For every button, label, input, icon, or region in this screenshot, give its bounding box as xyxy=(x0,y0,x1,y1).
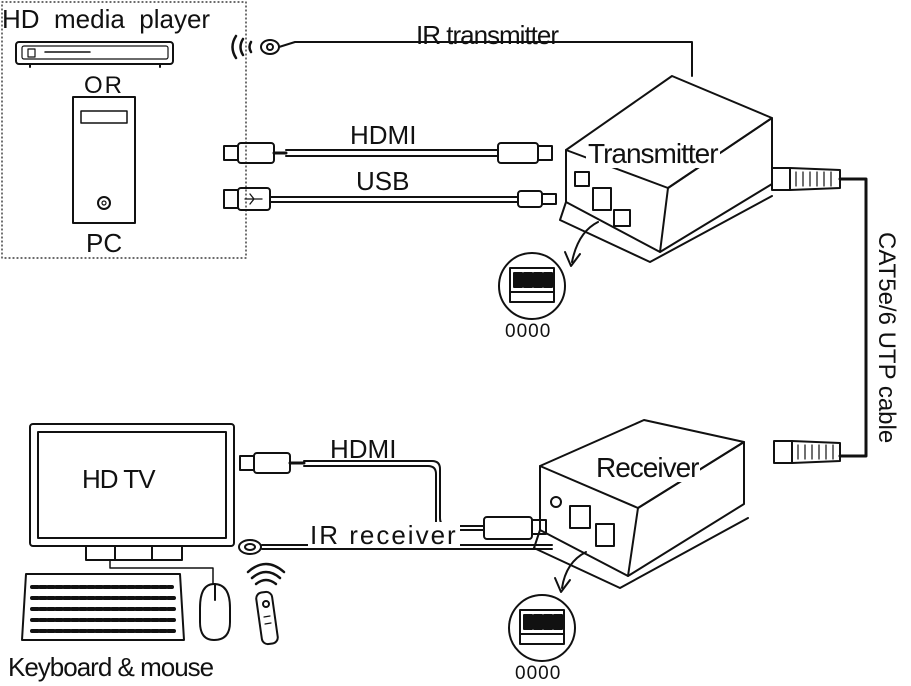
keyboard-mouse-label: Keyboard & mouse xyxy=(8,652,214,682)
cable-label: CAT5e/6 UTP cable xyxy=(873,232,900,444)
usb-label: USB xyxy=(356,166,410,196)
ir-transmitter-icon xyxy=(231,34,693,77)
hdmi-top-label: HDMI xyxy=(350,120,417,150)
hd-tv-label: HD TV xyxy=(82,464,156,494)
rj45-connector-top xyxy=(771,167,868,458)
pc-tower-icon xyxy=(72,96,136,224)
hd-media-player-label: HD media player xyxy=(2,4,211,34)
receiver-label: Receiver xyxy=(594,452,701,483)
pc-label: PC xyxy=(86,228,123,258)
dip-switch-bottom-icon xyxy=(508,551,587,662)
mouse-icon xyxy=(199,583,231,641)
dip-top-label: 0000 xyxy=(505,321,552,342)
or-label: OR xyxy=(84,72,124,99)
hdmi-cable-top xyxy=(223,142,553,164)
usb-cable-top xyxy=(223,187,557,211)
dip-switch-top-icon xyxy=(498,221,599,320)
source-dotted-box xyxy=(1,1,247,259)
hd-tv-icon xyxy=(29,423,235,561)
hdmi-bottom-label: HDMI xyxy=(330,434,397,464)
transmitter-box-icon xyxy=(559,75,773,263)
ir-transmitter-label: IR transmitter xyxy=(416,20,559,50)
keyboard-icon xyxy=(21,573,185,641)
transmitter-label: Transmitter xyxy=(586,138,720,169)
remote-control-icon xyxy=(246,562,286,646)
ir-receiver-label: IR receiver xyxy=(308,520,460,550)
media-player-icon xyxy=(15,41,174,68)
dip-bottom-label: 0000 xyxy=(515,663,562,684)
receiver-box-icon xyxy=(533,419,749,589)
rj45-connector-bottom xyxy=(773,440,841,464)
